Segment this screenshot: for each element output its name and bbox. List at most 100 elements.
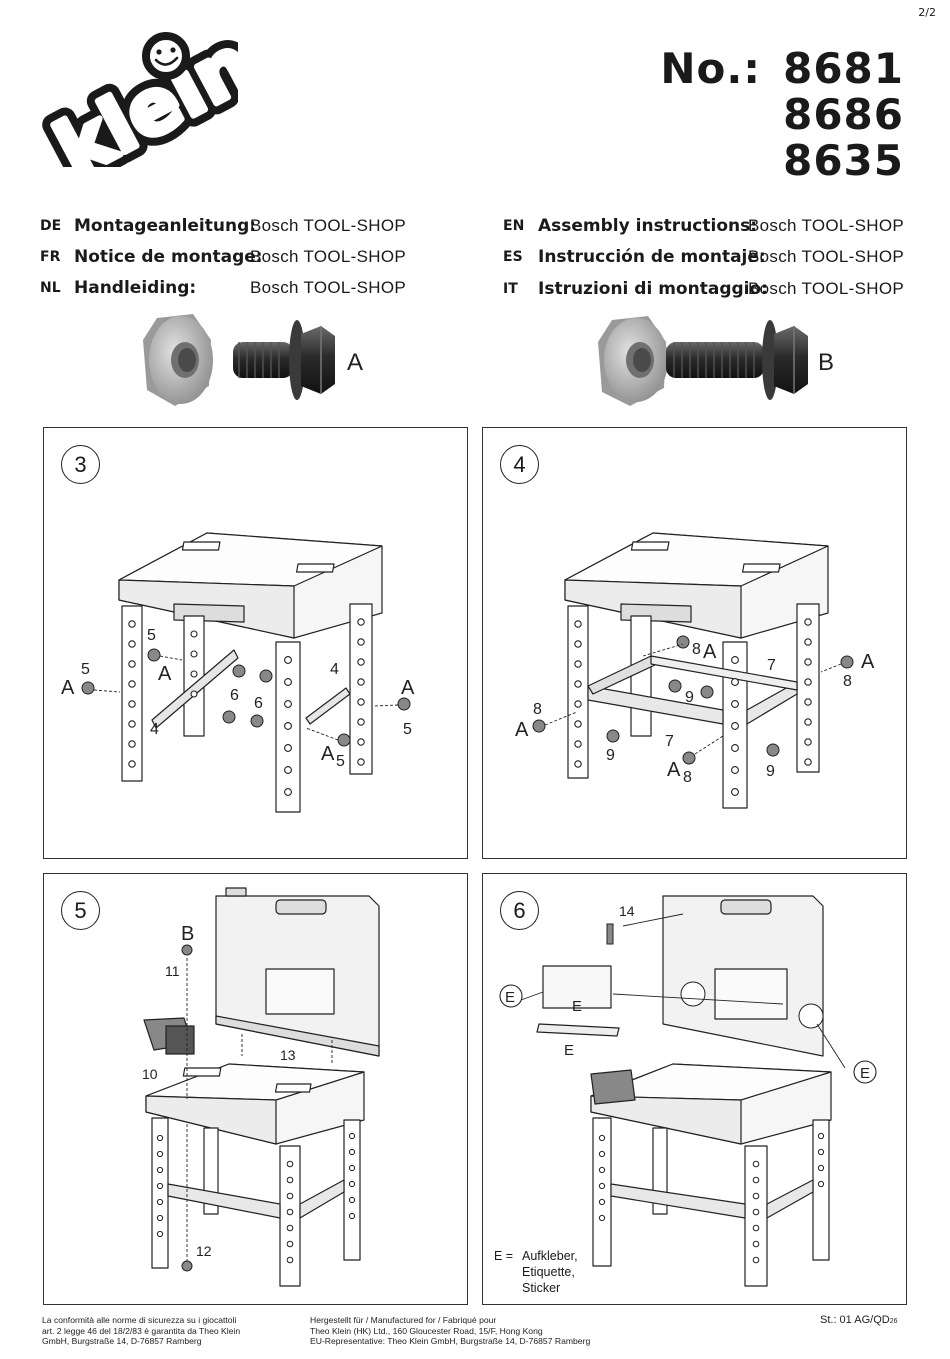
lang-product: Bosch TOOL-SHOP bbox=[748, 247, 904, 266]
step-label: A bbox=[321, 743, 335, 765]
step-label: A bbox=[61, 677, 75, 699]
lang-title: Notice de montage: bbox=[74, 247, 263, 267]
lang-code: DE bbox=[40, 218, 62, 234]
step-3-diagram: 5 A 5 A 6 6 4 4 A 5 A 5 bbox=[61, 532, 415, 813]
instruction-en: EN Assembly instructions: Bosch TOOL-SHO… bbox=[503, 216, 923, 240]
step-label: 7 bbox=[767, 657, 776, 674]
logo-fill: klein bbox=[41, 22, 238, 167]
step-number: 4 bbox=[500, 445, 539, 484]
step-label: E bbox=[564, 1042, 574, 1059]
step-label: A bbox=[667, 759, 681, 781]
lang-title: Assembly instructions: bbox=[538, 216, 758, 236]
step-label: 6 bbox=[230, 687, 239, 704]
model-line-1: No.: 8681 bbox=[660, 46, 904, 92]
step-label: 6 bbox=[254, 695, 263, 712]
step-label: 11 bbox=[165, 963, 180, 979]
step-label: 13 bbox=[280, 1047, 296, 1063]
step-label: 8 bbox=[533, 701, 542, 718]
washer-nut-icon bbox=[143, 314, 213, 406]
footer-line: GmbH, Burgstraße 14, D-76857 Ramberg bbox=[42, 1336, 202, 1347]
step-5-diagram: B 11 10 13 12 bbox=[142, 887, 380, 1287]
model-line-2: 8686 bbox=[660, 92, 904, 138]
page-number: 2/2 bbox=[918, 6, 936, 19]
step-label: E bbox=[572, 998, 582, 1015]
step-label: 9 bbox=[685, 689, 694, 706]
step-label: 4 bbox=[150, 721, 159, 738]
lang-code: ES bbox=[503, 249, 523, 265]
step-3-panel: 3 bbox=[43, 427, 468, 859]
step-label: 4 bbox=[330, 661, 339, 678]
step-label: 5 bbox=[147, 627, 156, 644]
step-label: 7 bbox=[665, 733, 674, 750]
instruction-de: DE Montageanleitung: Bosch TOOL-SHOP bbox=[40, 216, 440, 240]
step-label: E bbox=[505, 989, 515, 1006]
model-number: 8686 bbox=[783, 90, 904, 139]
step-5-panel: 5 bbox=[43, 873, 468, 1305]
step-label: A bbox=[401, 677, 415, 699]
step-label: 5 bbox=[81, 661, 90, 678]
step-number: 5 bbox=[61, 891, 100, 930]
part-b-label: B bbox=[818, 349, 834, 376]
step-label: 5 bbox=[336, 753, 345, 770]
step-6-diagram: 14 E E E E bbox=[499, 895, 877, 1287]
footer-line: EU-Representative: Theo Klein GmbH, Burg… bbox=[310, 1336, 591, 1347]
footer-left: La conformità alle norme di sicurezza su… bbox=[42, 1315, 297, 1347]
model-label: No.: bbox=[660, 44, 762, 93]
klein-logo: klein klein bbox=[38, 22, 238, 167]
step-4-panel: 4 bbox=[482, 427, 907, 859]
part-a-label: A bbox=[347, 349, 363, 376]
model-number: 8681 bbox=[783, 44, 904, 93]
step-label: 12 bbox=[196, 1243, 212, 1259]
legend-key: E = bbox=[494, 1249, 514, 1263]
model-line-3: 8635 bbox=[660, 138, 904, 184]
step-label: 14 bbox=[619, 903, 635, 919]
step-label: E bbox=[860, 1065, 870, 1082]
step-label: B bbox=[181, 923, 194, 945]
short-bolt-icon bbox=[233, 320, 335, 400]
lang-product: Bosch TOOL-SHOP bbox=[250, 216, 406, 235]
lang-code: EN bbox=[503, 218, 525, 234]
step-6-panel: 6 bbox=[482, 873, 907, 1305]
lang-product: Bosch TOOL-SHOP bbox=[748, 216, 904, 235]
step-label: A bbox=[703, 641, 717, 663]
step-label: 8 bbox=[843, 673, 852, 690]
instruction-nl: NL Handleiding: Bosch TOOL-SHOP bbox=[40, 278, 440, 302]
long-bolt-icon bbox=[666, 320, 808, 400]
step-label: 9 bbox=[766, 763, 775, 780]
step-label: A bbox=[158, 663, 172, 685]
footer-line: La conformità alle norme di sicurezza su… bbox=[42, 1315, 237, 1325]
step-number: 6 bbox=[500, 891, 539, 930]
footer-line: Hergestellt für / Manufactured for / Fab… bbox=[310, 1315, 497, 1325]
lang-title: Handleiding: bbox=[74, 278, 197, 298]
step-label: A bbox=[515, 719, 529, 741]
footer-line: art. 2 legge 46 del 18/2/83 è garantita … bbox=[42, 1325, 241, 1336]
legend-line: Sticker bbox=[522, 1281, 561, 1295]
lang-title: Instrucción de montaje: bbox=[538, 247, 766, 267]
part-a: A bbox=[143, 314, 363, 406]
instruction-fr: FR Notice de montage: Bosch TOOL-SHOP bbox=[40, 247, 440, 271]
lang-title: Montageanleitung: bbox=[74, 216, 257, 236]
step-4-diagram: 8 A 7 A 8 9 8 A 9 7 A 8 9 bbox=[515, 532, 875, 809]
legend-line: Aufkleber, bbox=[522, 1249, 578, 1263]
lang-code: FR bbox=[40, 249, 61, 265]
step-label: 9 bbox=[606, 747, 615, 764]
lang-product: Bosch TOOL-SHOP bbox=[250, 278, 406, 297]
lang-code: IT bbox=[503, 281, 518, 297]
step-label: A bbox=[861, 651, 875, 673]
lang-code: NL bbox=[40, 280, 61, 296]
footer-line: Theo Klein (HK) Ltd., 160 Gloucester Roa… bbox=[310, 1325, 543, 1336]
step-label: 10 bbox=[142, 1066, 158, 1082]
legend-line: Etiquette, bbox=[522, 1265, 575, 1279]
lang-product: Bosch TOOL-SHOP bbox=[250, 247, 406, 266]
revision-code: St.: 01 AG/QD bbox=[820, 1314, 890, 1326]
footer-right: St.: 01 AG/QD26 bbox=[820, 1315, 898, 1328]
step-label: 8 bbox=[692, 641, 701, 658]
step-label: 5 bbox=[403, 721, 412, 738]
instruction-it: IT Istruzioni di montaggio: Bosch TOOL-S… bbox=[503, 279, 923, 303]
step-number: 3 bbox=[61, 445, 100, 484]
step-label: 8 bbox=[683, 769, 692, 786]
footer-middle: Hergestellt für / Manufactured for / Fab… bbox=[310, 1315, 655, 1347]
lang-product: Bosch TOOL-SHOP bbox=[748, 279, 904, 298]
smiley-icon bbox=[142, 32, 190, 80]
model-numbers: No.: 8681 8686 8635 bbox=[660, 46, 904, 184]
